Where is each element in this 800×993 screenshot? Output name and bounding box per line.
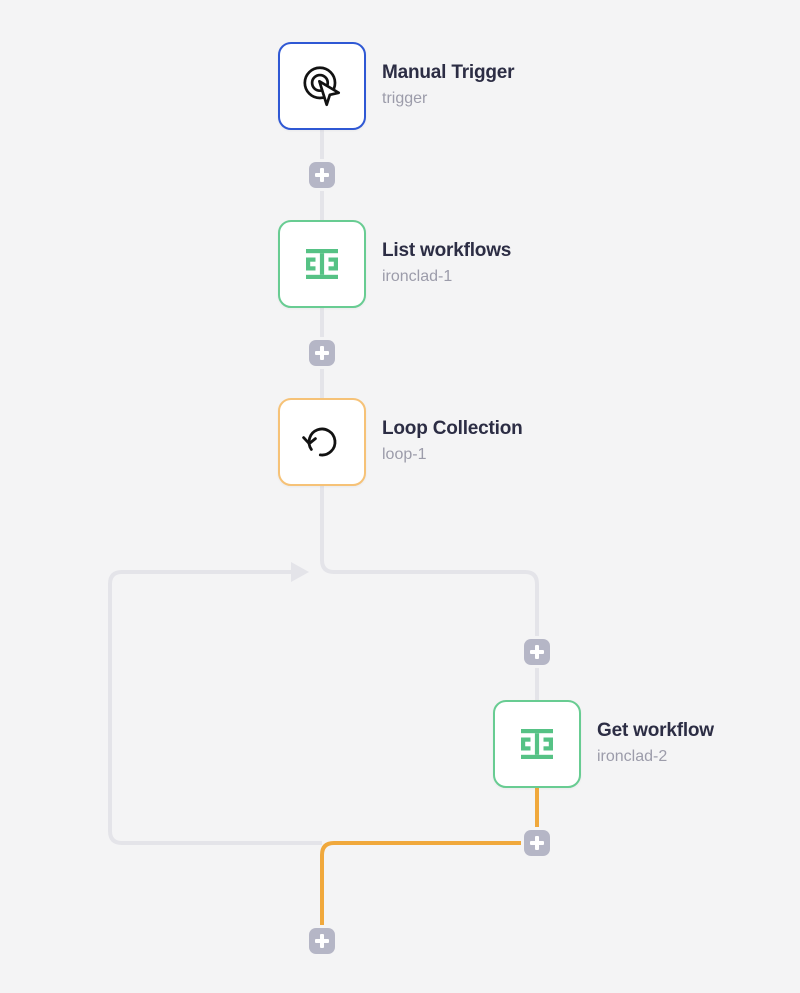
manual-trigger-cursor-icon	[297, 61, 347, 111]
add-node-button-after-trigger[interactable]	[309, 162, 335, 188]
workflow-node-trigger[interactable]: Manual Trigger trigger	[278, 42, 515, 130]
node-icon-box[interactable]	[278, 42, 366, 130]
loop-circular-arrow-icon	[299, 419, 345, 465]
workflow-node-list-workflows[interactable]: List workflows ironclad-1	[278, 220, 511, 308]
node-label-group: List workflows ironclad-1	[382, 239, 511, 288]
node-label-group: Manual Trigger trigger	[382, 61, 515, 110]
node-title: Loop Collection	[382, 418, 523, 440]
node-title: Manual Trigger	[382, 62, 515, 84]
node-title: List workflows	[382, 240, 512, 262]
add-node-button-before-get-workflow[interactable]	[524, 639, 550, 665]
add-node-button-after-loop[interactable]	[309, 928, 335, 954]
edge-loop-to-get-workflow	[320, 486, 539, 700]
add-node-button-after-get-workflow[interactable]	[524, 830, 550, 856]
edge-loop-back	[108, 570, 322, 845]
ironclad-icon	[300, 242, 344, 286]
node-icon-box[interactable]	[278, 220, 366, 308]
node-title: Get workflow	[597, 720, 714, 742]
node-label-group: Get workflow ironclad-2	[597, 719, 714, 768]
node-subtitle: loop-1	[382, 446, 427, 464]
edge-loop-exit	[320, 841, 537, 930]
node-subtitle: ironclad-2	[597, 748, 668, 766]
add-node-button-after-list-workflows[interactable]	[309, 340, 335, 366]
ironclad-icon	[515, 722, 559, 766]
workflow-node-loop-collection[interactable]: Loop Collection loop-1	[278, 398, 523, 486]
node-subtitle: trigger	[382, 90, 428, 108]
node-label-group: Loop Collection loop-1	[382, 417, 523, 466]
workflow-node-get-workflow[interactable]: Get workflow ironclad-2	[493, 700, 714, 788]
node-icon-box[interactable]	[278, 398, 366, 486]
arrow-head-icon	[291, 562, 309, 582]
node-subtitle: ironclad-1	[382, 268, 453, 286]
node-icon-box[interactable]	[493, 700, 581, 788]
